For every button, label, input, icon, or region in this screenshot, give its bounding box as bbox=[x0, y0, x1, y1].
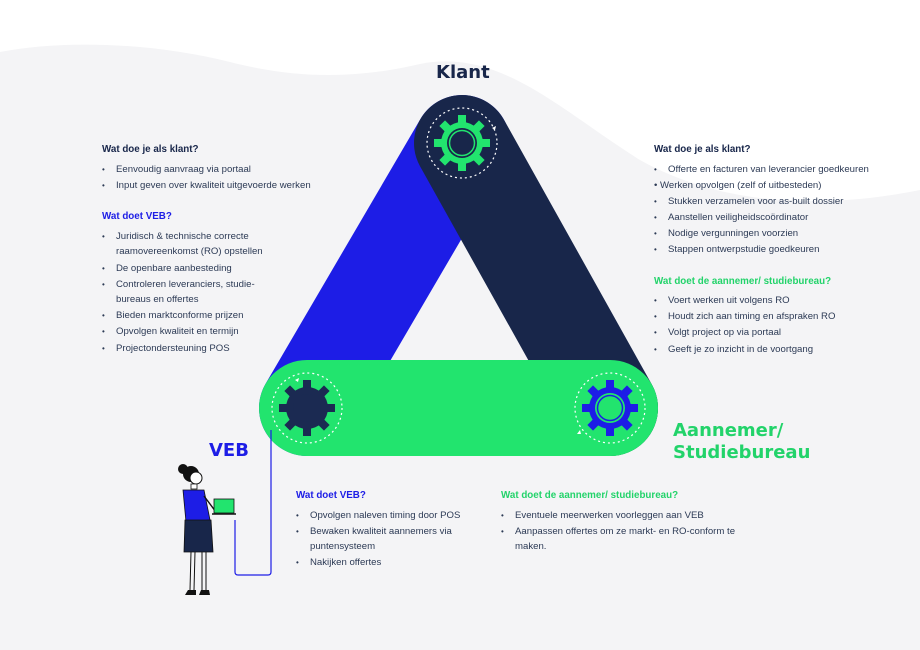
left-klant-heading: Wat doe je als klant? bbox=[102, 144, 199, 155]
bottom-middle-text-block: Wat doet VEB? Opvolgen naleven timing do… bbox=[296, 488, 471, 587]
list-item: Voert werken uit volgens RO bbox=[654, 293, 894, 309]
list-item: De openbare aanbesteding bbox=[102, 261, 280, 277]
bottom-right-text-block: Wat doet de aannemer/ studiebureau? Even… bbox=[501, 488, 741, 571]
list-item: Nodige vergunningen voorzien bbox=[654, 226, 894, 242]
right-klant-list: Offerte en facturen van leverancier goed… bbox=[654, 162, 894, 258]
list-item: Nakijken offertes bbox=[296, 555, 471, 571]
left-klant-list: Eenvoudig aanvraag via portaal Input gev… bbox=[102, 162, 342, 194]
list-item: Stappen ontwerpstudie goedkeuren bbox=[654, 242, 894, 258]
list-item: Input geven over kwaliteit uitgevoerde w… bbox=[102, 178, 342, 194]
bottom-annemer-heading: Wat doet de aannemer/ studiebureau? bbox=[501, 490, 679, 501]
gear-icon-klant bbox=[426, 107, 498, 179]
list-item: Controleren leveranciers, studie-bureaus… bbox=[102, 277, 280, 308]
node-title-annemer-line1: Aannemer/ bbox=[673, 420, 784, 441]
right-text-block: Wat doe je als klant? Offerte en facture… bbox=[654, 142, 894, 373]
list-item: Aanstellen veiligheidscoördinator bbox=[654, 210, 894, 226]
node-title-veb: VEB bbox=[209, 440, 249, 461]
person-with-laptop-icon bbox=[178, 464, 236, 595]
list-item: Opvolgen naleven timing door POS bbox=[296, 508, 471, 524]
gear-icon-veb bbox=[271, 372, 343, 444]
node-title-annemer-line2: Studiebureau bbox=[673, 442, 811, 463]
list-item: Houdt zich aan timing en afspraken RO bbox=[654, 309, 894, 325]
connector-line bbox=[234, 430, 272, 576]
left-veb-heading: Wat doet VEB? bbox=[102, 211, 172, 223]
list-item: Bewaken kwaliteit aannemers via puntensy… bbox=[296, 524, 471, 555]
list-item: Geeft je zo inzicht in de voortgang bbox=[654, 342, 894, 358]
list-item: Eenvoudig aanvraag via portaal bbox=[102, 162, 342, 178]
list-item: Stukken verzamelen voor as-built dossier bbox=[654, 194, 894, 210]
gear-icon-annemer bbox=[574, 372, 646, 444]
right-klant-heading: Wat doe je als klant? bbox=[654, 144, 751, 155]
node-title-klant: Klant bbox=[436, 62, 490, 83]
list-item: Offerte en facturen van leverancier goed… bbox=[654, 162, 894, 178]
bottom-veb-list: Opvolgen naleven timing door POS Bewaken… bbox=[296, 508, 471, 571]
list-item: Juridisch & technische correcte raamover… bbox=[102, 229, 280, 260]
node-title-annemer: Aannemer/ Studiebureau bbox=[673, 420, 810, 464]
right-annemer-list: Voert werken uit volgens RO Houdt zich a… bbox=[654, 293, 894, 357]
list-item: Projectondersteuning POS bbox=[102, 341, 280, 357]
left-text-block: Wat doe je als klant? Eenvoudig aanvraag… bbox=[102, 142, 311, 372]
list-item: Bieden marktconforme prijzen bbox=[102, 308, 280, 324]
list-item: Eventuele meerwerken voorleggen aan VEB bbox=[501, 508, 741, 524]
bottom-annemer-list: Eventuele meerwerken voorleggen aan VEB … bbox=[501, 508, 741, 555]
list-item-text: Werken opvolgen (zelf of uitbesteden) bbox=[660, 179, 822, 191]
list-item: Volgt project op via portaal bbox=[654, 325, 894, 341]
list-item: • Werken opvolgen (zelf of uitbesteden) bbox=[654, 179, 822, 191]
list-item: Opvolgen kwaliteit en termijn bbox=[102, 324, 280, 340]
right-annemer-heading: Wat doet de aannemer/ studiebureau? bbox=[654, 275, 832, 287]
list-item: Aanpassen offertes om ze markt- en RO-co… bbox=[501, 524, 741, 555]
left-veb-list: Juridisch & technische correcte raamover… bbox=[102, 229, 280, 356]
bottom-veb-heading: Wat doet VEB? bbox=[296, 490, 366, 501]
